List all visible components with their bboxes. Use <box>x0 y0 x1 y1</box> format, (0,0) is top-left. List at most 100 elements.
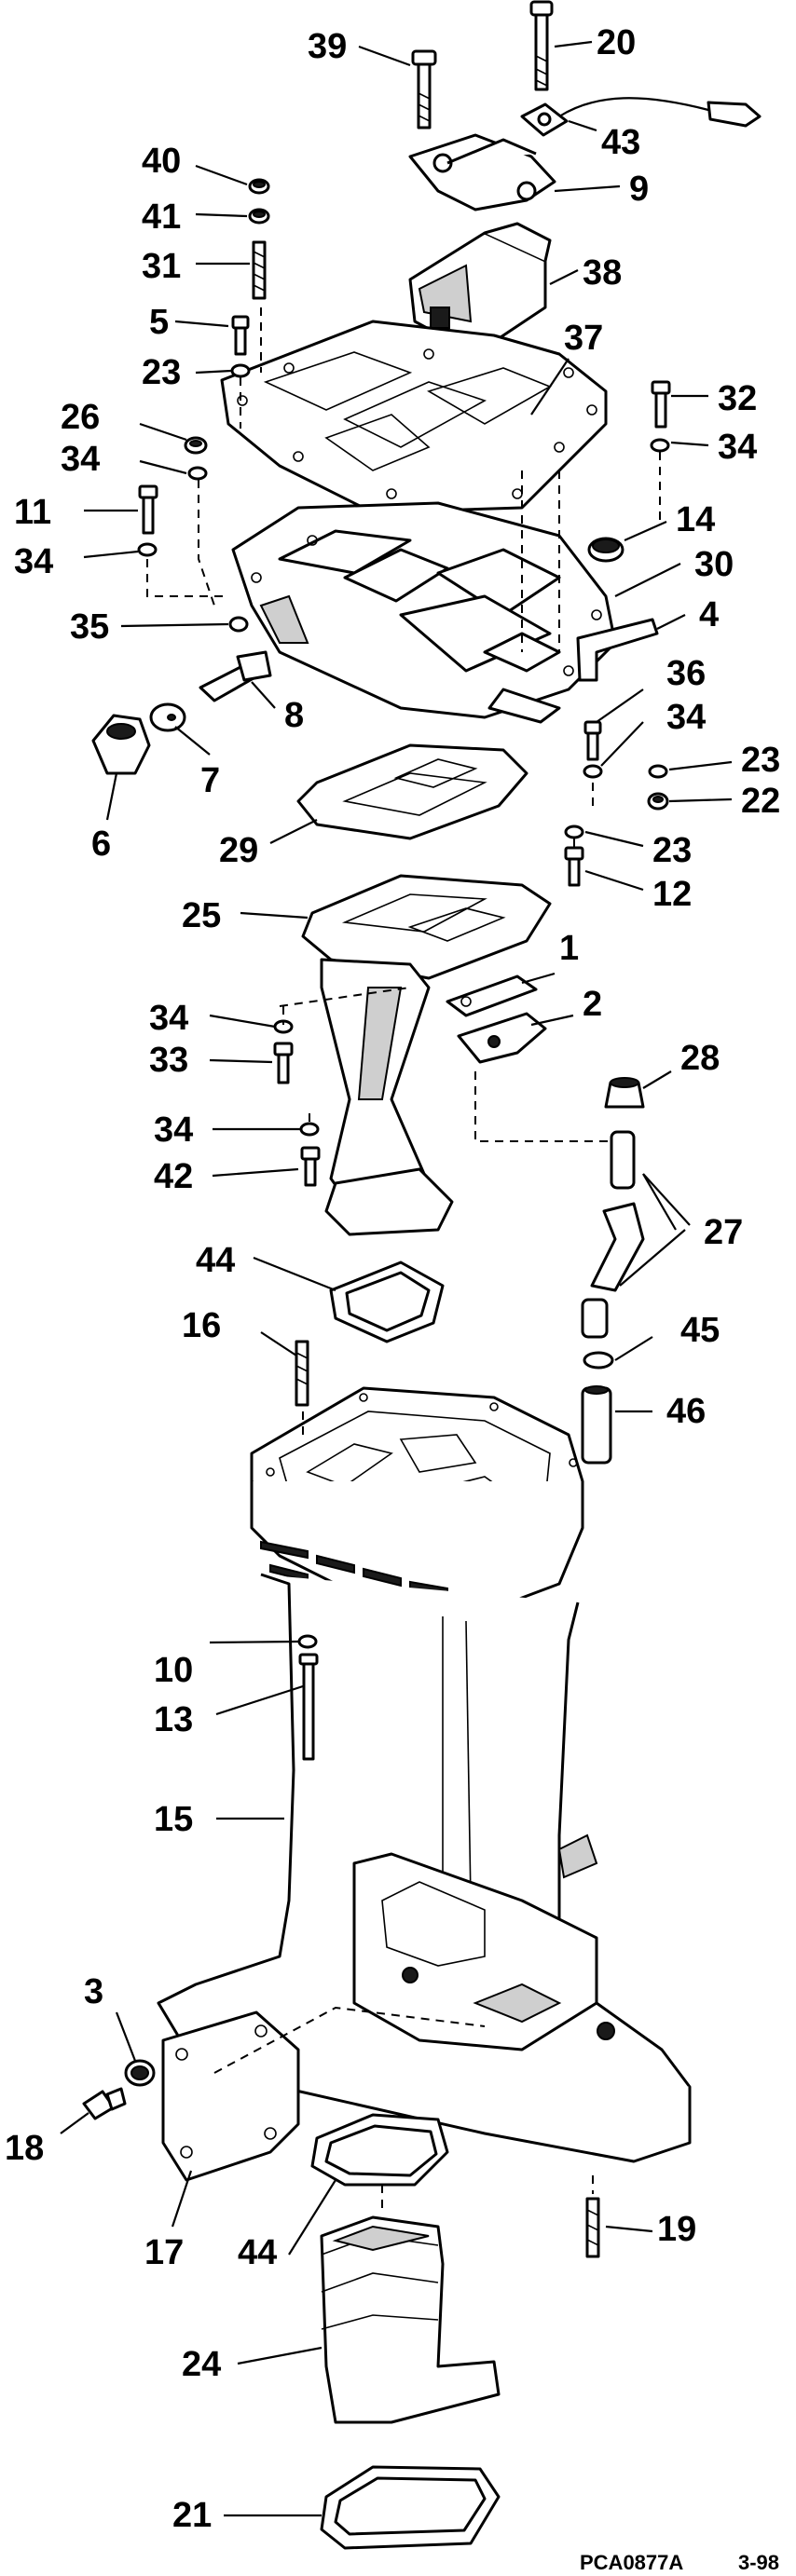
ground-wire-43 <box>520 97 762 137</box>
callout-25: 25 <box>182 896 221 935</box>
callout-33: 33 <box>149 1041 188 1080</box>
bolt-5 <box>231 315 250 356</box>
ignition-module-38 <box>408 222 552 356</box>
callout-6: 6 <box>91 825 111 864</box>
callout-45: 45 <box>680 1311 720 1350</box>
callout-34d: 34 <box>666 698 706 737</box>
bracket-9 <box>408 133 556 211</box>
callout-19: 19 <box>657 2210 696 2249</box>
gasket-7 <box>149 702 186 732</box>
cover-17 <box>161 2010 300 2182</box>
gasket-21 <box>320 2465 501 2550</box>
bolt-11 <box>138 484 158 535</box>
exhaust-tube-24 <box>320 2215 501 2424</box>
callout-27: 27 <box>704 1213 743 1252</box>
grommet-26 <box>184 436 208 455</box>
stud-31 <box>252 240 267 300</box>
callout-30: 30 <box>694 545 734 584</box>
washer-34f <box>299 1122 320 1137</box>
bolt-32 <box>651 380 671 429</box>
nut-40 <box>248 178 270 195</box>
callout-41: 41 <box>142 198 181 237</box>
gasket-29 <box>296 743 528 840</box>
callout-20: 20 <box>597 23 636 62</box>
callout-44a: 44 <box>196 1241 235 1280</box>
callout-36: 36 <box>666 654 706 693</box>
washer-23a <box>230 363 251 378</box>
callout-22: 22 <box>741 782 780 821</box>
figure-code: PCA0877A <box>580 2551 683 2574</box>
callout-38: 38 <box>583 253 622 293</box>
nut-22 <box>647 792 669 811</box>
callout-7: 7 <box>200 761 220 800</box>
callout-15: 15 <box>154 1800 193 1839</box>
callout-34b: 34 <box>61 440 100 479</box>
o-ring-45 <box>583 1351 614 1370</box>
callout-18: 18 <box>5 2129 44 2168</box>
stud-19 <box>585 2197 600 2258</box>
callout-16: 16 <box>182 1306 221 1345</box>
washer-34a <box>187 466 208 481</box>
callout-8: 8 <box>284 696 304 735</box>
tube-4 <box>576 618 659 682</box>
callout-23b: 23 <box>741 741 780 780</box>
exhaust-plate-25 <box>301 874 552 1236</box>
tube-46 <box>581 1385 612 1465</box>
callout-44b: 44 <box>238 2233 277 2272</box>
callout-24: 24 <box>182 2345 221 2384</box>
callout-14: 14 <box>676 500 715 539</box>
washer-34c <box>650 438 670 453</box>
callout-23c: 23 <box>652 831 692 870</box>
callout-9: 9 <box>629 170 649 209</box>
stud-16 <box>295 1340 309 1407</box>
callout-23a: 23 <box>142 353 181 392</box>
washer-10 <box>297 1634 318 1649</box>
plug-35 <box>228 616 249 633</box>
gasket-1 <box>446 975 538 1017</box>
washer-23b <box>648 764 668 779</box>
callout-3: 3 <box>84 1972 103 2011</box>
grommet-14 <box>587 537 624 563</box>
bolt-13 <box>298 1653 319 1761</box>
bolt-33 <box>273 1042 294 1084</box>
grommet-3 <box>124 2059 156 2087</box>
callout-2: 2 <box>583 985 602 1024</box>
bolt-36 <box>583 720 602 761</box>
callout-34c: 34 <box>14 542 53 581</box>
callout-12: 12 <box>652 875 692 914</box>
callout-40: 40 <box>142 142 181 181</box>
grommet-28 <box>604 1077 645 1109</box>
seal-44-lower <box>310 2113 449 2187</box>
callout-26: 26 <box>61 398 100 437</box>
callout-11: 11 <box>14 493 51 532</box>
callout-17: 17 <box>144 2233 184 2272</box>
fitting-8 <box>199 650 272 702</box>
callout-13: 13 <box>154 1700 193 1739</box>
water-tubes-27 <box>581 1130 645 1339</box>
callout-43: 43 <box>601 123 640 162</box>
callout-10: 10 <box>154 1651 193 1690</box>
callout-1: 1 <box>559 929 579 968</box>
washer-23c <box>564 825 584 839</box>
seal-44-upper <box>329 1261 445 1343</box>
callout-42: 42 <box>154 1157 193 1196</box>
washer-34b <box>137 542 158 557</box>
callout-28: 28 <box>680 1039 720 1078</box>
cover-plate-37 <box>220 320 608 514</box>
callout-37: 37 <box>564 319 603 358</box>
bolt-42 <box>300 1146 321 1187</box>
washer-34d <box>583 764 603 779</box>
callout-21: 21 <box>172 2496 212 2535</box>
callout-4: 4 <box>699 595 719 634</box>
adapter-housing-30 <box>231 501 617 724</box>
cap-6 <box>91 714 151 775</box>
callout-39: 39 <box>308 27 347 66</box>
figure-date: 3-98 <box>738 2551 779 2574</box>
callout-31: 31 <box>142 247 181 286</box>
plate-2 <box>457 1012 547 1064</box>
callout-5: 5 <box>149 303 169 342</box>
callout-32: 32 <box>718 379 757 418</box>
bolt-39 <box>411 49 437 129</box>
washer-41 <box>248 208 270 225</box>
bolt-12 <box>564 846 584 887</box>
